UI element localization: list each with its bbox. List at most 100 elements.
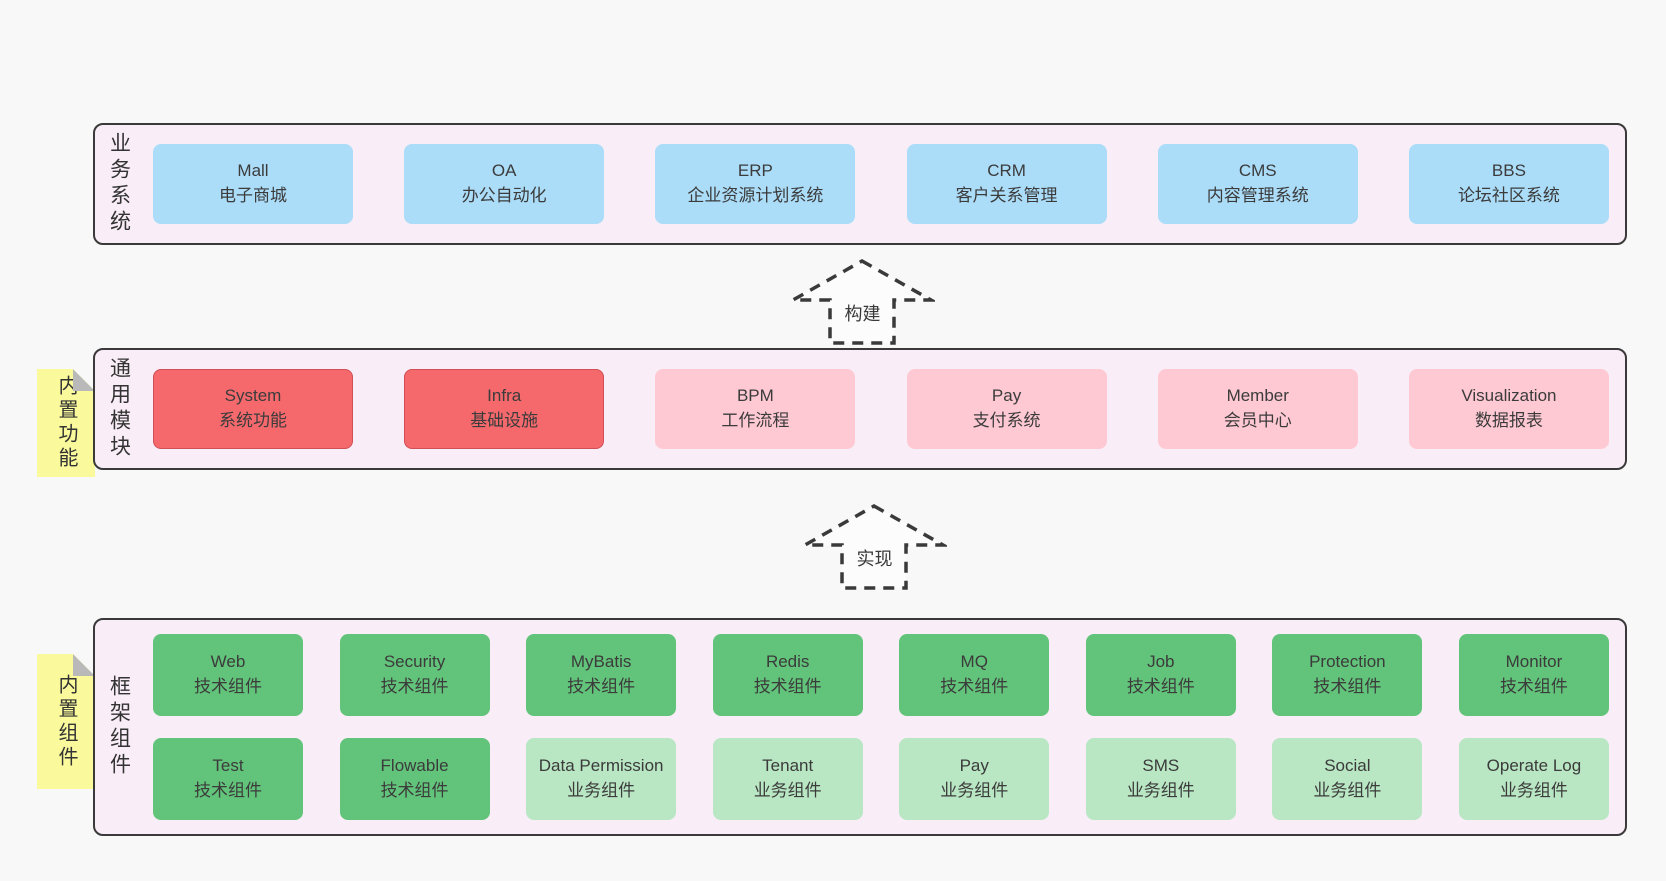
box-pay-system: Pay 支付系统 <box>906 369 1107 449</box>
box-subtitle: 业务组件 <box>753 781 822 800</box>
box-web: Web 技术组件 <box>153 634 303 716</box>
note-label: 内置组件 <box>55 673 77 770</box>
box-test: Test 技术组件 <box>153 738 303 820</box>
box-title: BBS <box>1491 161 1526 181</box>
box-data-permission: Data Permission 业务组件 <box>526 738 677 820</box>
build-arrow-icon: 构建 <box>790 258 935 346</box>
box-title: Mall <box>237 161 269 181</box>
box-subtitle: 技术组件 <box>380 781 449 800</box>
box-redis: Redis 技术组件 <box>712 634 863 716</box>
box-job: Job 技术组件 <box>1085 634 1236 716</box>
box-title: Pay <box>959 756 989 776</box>
box-mybatis: MyBatis 技术组件 <box>526 634 677 716</box>
box-subtitle: 业务组件 <box>567 781 636 800</box>
box-subtitle: 系统功能 <box>219 411 287 430</box>
box-subtitle: 技术组件 <box>194 781 262 800</box>
box-subtitle: 技术组件 <box>753 677 822 696</box>
box-subtitle: 业务组件 <box>1126 781 1195 800</box>
module-boxes: System 系统功能 Infra 基础设施 BPM 工作流程 Pay 支付系统… <box>143 350 1625 468</box>
box-flowable: Flowable 技术组件 <box>339 738 490 820</box>
box-subtitle: 业务组件 <box>1499 781 1568 800</box>
note-fold-corner <box>73 654 95 676</box>
box-title: SMS <box>1142 756 1180 776</box>
business-boxes: Mall 电子商城 OA 办公自动化 ERP 企业资源计划系统 CRM 客户关系… <box>143 125 1625 243</box>
box-subtitle: 业务组件 <box>940 781 1009 800</box>
box-title: MyBatis <box>570 652 632 672</box>
box-subtitle: 工作流程 <box>721 411 790 430</box>
box-subtitle: 技术组件 <box>567 677 636 696</box>
box-subtitle: 数据报表 <box>1474 411 1543 430</box>
box-crm: CRM 客户关系管理 <box>906 144 1107 224</box>
band-business-systems: 业务系统 Mall 电子商城 OA 办公自动化 ERP 企业资源计划系统 CRM… <box>93 123 1627 245</box>
box-subtitle: 技术组件 <box>194 677 262 696</box>
box-mq: MQ 技术组件 <box>899 634 1050 716</box>
box-title: Tenant <box>762 756 814 776</box>
box-operate-log: Operate Log 业务组件 <box>1458 738 1609 820</box>
band-label-wrap: 通用模块 <box>95 350 143 468</box>
box-infra: Infra 基础设施 <box>404 369 605 449</box>
sticky-note-built-in-features: 内置功能 <box>37 369 95 477</box>
box-subtitle: 技术组件 <box>1126 677 1195 696</box>
box-title: Redis <box>765 652 810 672</box>
box-title: Visualization <box>1461 386 1557 406</box>
box-subtitle: 办公自动化 <box>461 186 547 205</box>
box-system: System 系统功能 <box>153 369 353 449</box>
box-title: Protection <box>1309 652 1386 672</box>
box-bpm: BPM 工作流程 <box>655 369 856 449</box>
band-framework-components: 框架组件 Web 技术组件 Security 技术组件 MyBatis 技术组件… <box>93 618 1627 836</box>
box-title: CMS <box>1238 161 1277 181</box>
band-label-wrap: 业务系统 <box>95 125 143 243</box>
box-erp: ERP 企业资源计划系统 <box>655 144 856 224</box>
box-sms: SMS 业务组件 <box>1085 738 1236 820</box>
component-row-2: Test 技术组件 Flowable 技术组件 Data Permission … <box>153 738 1609 820</box>
box-subtitle: 论坛社区系统 <box>1457 186 1560 205</box>
band-label-wrap: 框架组件 <box>95 620 143 834</box>
box-title: Pay <box>991 386 1022 406</box>
component-rows: Web 技术组件 Security 技术组件 MyBatis 技术组件 Redi… <box>143 620 1625 834</box>
box-title: Infra <box>487 386 522 406</box>
box-title: Test <box>212 756 244 776</box>
box-social: Social 业务组件 <box>1272 738 1423 820</box>
box-title: Operate Log <box>1486 756 1582 776</box>
box-title: Job <box>1147 652 1175 672</box>
band-common-modules: 通用模块 System 系统功能 Infra 基础设施 BPM 工作流程 Pay… <box>93 348 1627 470</box>
band-label: 通用模块 <box>107 357 131 461</box>
box-subtitle: 技术组件 <box>380 677 449 696</box>
box-bbs: BBS 论坛社区系统 <box>1408 144 1609 224</box>
box-subtitle: 技术组件 <box>1499 677 1568 696</box>
box-title: Social <box>1324 756 1371 776</box>
component-row-1: Web 技术组件 Security 技术组件 MyBatis 技术组件 Redi… <box>153 634 1609 716</box>
box-mall: Mall 电子商城 <box>153 144 353 224</box>
box-tenant: Tenant 业务组件 <box>712 738 863 820</box>
note-label: 内置功能 <box>55 375 77 471</box>
box-subtitle: 企业资源计划系统 <box>687 186 824 205</box>
box-monitor: Monitor 技术组件 <box>1458 634 1609 716</box>
band-label: 框架组件 <box>107 675 131 779</box>
box-title: Web <box>210 652 246 672</box>
box-title: OA <box>491 161 517 181</box>
box-title: ERP <box>737 161 773 181</box>
box-subtitle: 客户关系管理 <box>955 186 1058 205</box>
box-title: Member <box>1226 386 1289 406</box>
box-subtitle: 技术组件 <box>1313 677 1382 696</box>
box-title: Monitor <box>1505 652 1563 672</box>
box-protection: Protection 技术组件 <box>1272 634 1423 716</box>
box-pay-component: Pay 业务组件 <box>899 738 1050 820</box>
box-title: Security <box>383 652 446 672</box>
box-title: Flowable <box>380 756 449 776</box>
box-title: CRM <box>987 161 1026 181</box>
box-subtitle: 基础设施 <box>470 411 539 430</box>
box-subtitle: 支付系统 <box>972 411 1041 430</box>
box-title: Data Permission <box>538 756 664 776</box>
build-arrow-label: 构建 <box>841 300 884 326</box>
band-label: 业务系统 <box>107 132 131 236</box>
sticky-note-built-in-components: 内置组件 <box>37 654 95 789</box>
box-subtitle: 技术组件 <box>940 677 1009 696</box>
note-fold-corner <box>73 369 95 391</box>
box-cms: CMS 内容管理系统 <box>1157 144 1358 224</box>
box-title: BPM <box>736 386 774 406</box>
box-title: MQ <box>960 652 988 672</box>
box-subtitle: 电子商城 <box>219 186 287 205</box>
box-title: System <box>224 386 282 406</box>
